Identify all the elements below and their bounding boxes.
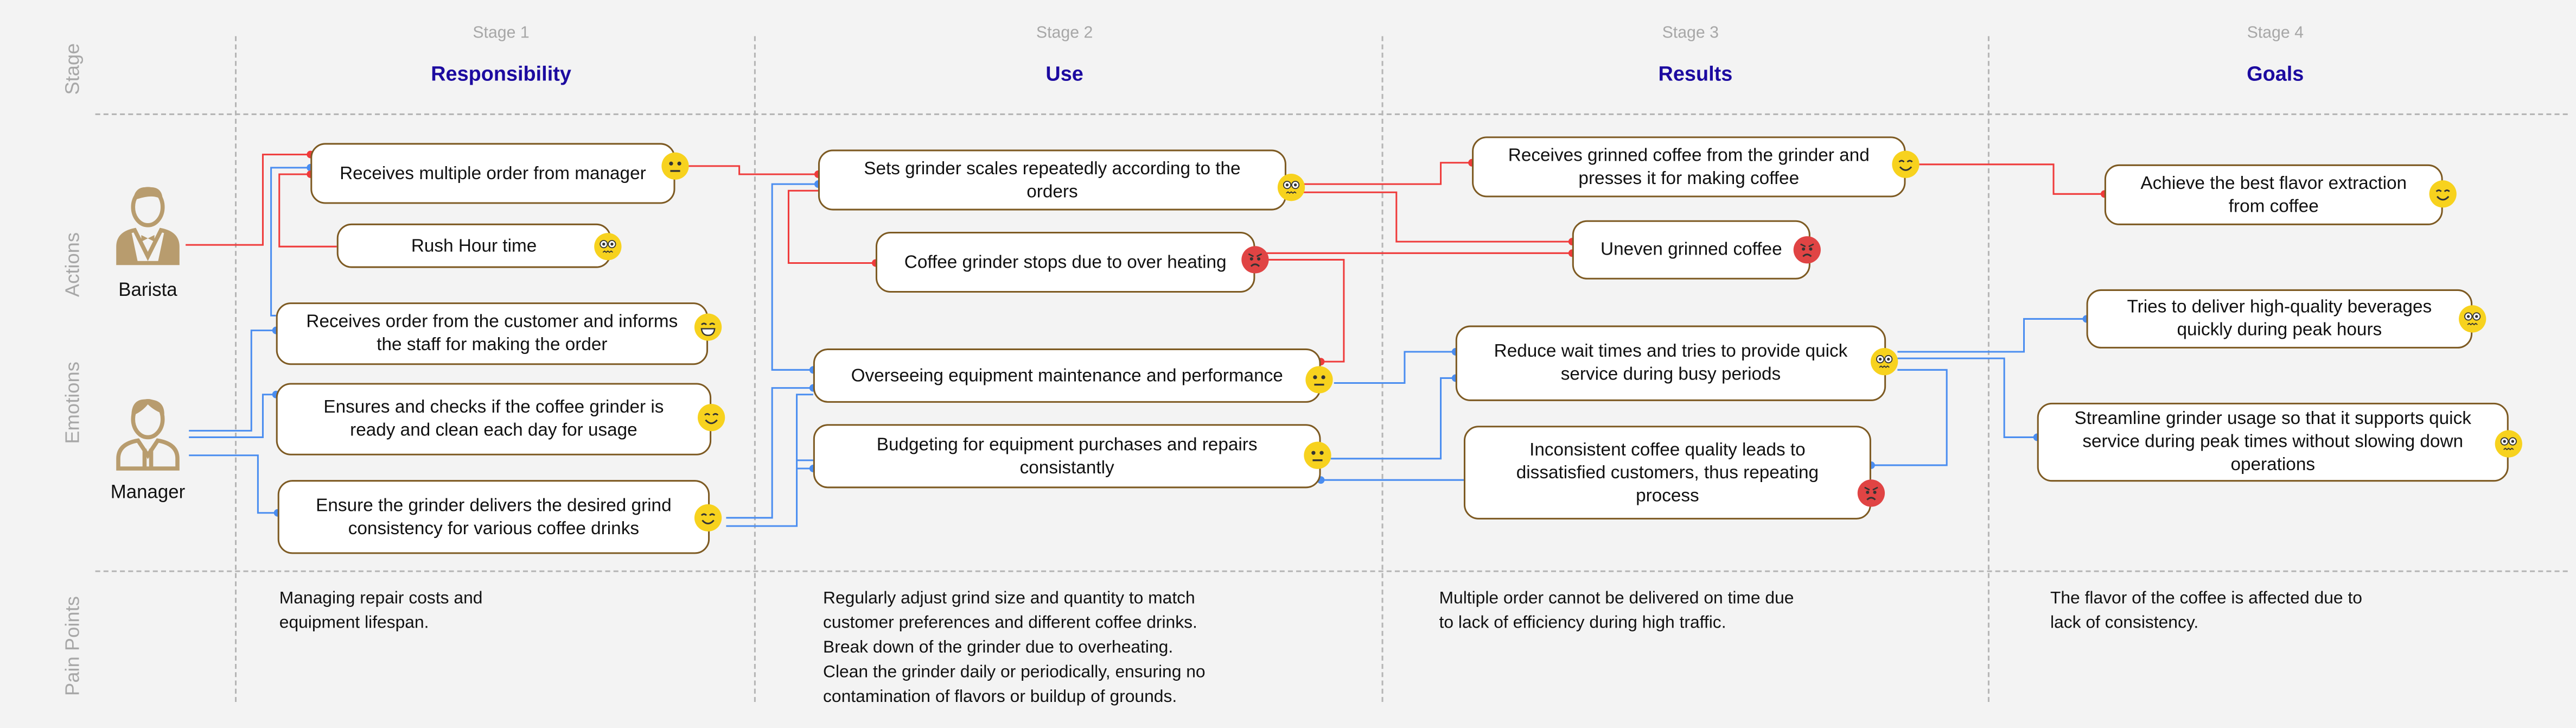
angry-face-icon xyxy=(1793,236,1821,264)
connector-line xyxy=(1334,351,1456,384)
action-card: Tries to deliver high-quality beverages … xyxy=(2086,289,2473,349)
action-text: Uneven grinned coffee xyxy=(1601,240,1782,260)
column-divider xyxy=(235,36,237,702)
connector-line xyxy=(186,154,311,246)
stage-title: Goals xyxy=(2247,62,2304,86)
connector-line xyxy=(1897,318,2087,353)
action-text: Ensures and checks if the coffee grinder… xyxy=(323,397,664,441)
connector-line xyxy=(771,183,818,371)
action-card: Ensure the grinder delivers the desired … xyxy=(277,480,710,554)
neutral-face-icon xyxy=(661,152,689,180)
stage-number: Stage 3 xyxy=(1662,24,1719,43)
action-text: Inconsistent coffee quality leads to dis… xyxy=(1516,439,1819,506)
action-text: Coffee grinder stops due to over heating xyxy=(904,252,1227,273)
connector-line xyxy=(1918,163,2105,195)
action-text: Receives order from the customer and inf… xyxy=(306,312,678,356)
row-divider xyxy=(95,113,2568,115)
pain-point-text: The flavor of the coffee is affected due… xyxy=(2050,588,2362,633)
action-text: Receives grinned coffee from the grinder… xyxy=(1508,145,1870,188)
connector-line xyxy=(1330,377,1456,460)
action-card: Receives order from the customer and inf… xyxy=(276,302,709,365)
column-divider xyxy=(1987,36,1990,702)
action-card: Inconsistent coffee quality leads to dis… xyxy=(1463,426,1871,520)
action-text: Ensure the grinder delivers the desired … xyxy=(316,495,672,539)
neutral-face-icon xyxy=(1305,366,1333,394)
connector-line xyxy=(686,165,818,175)
column-divider xyxy=(1381,36,1383,702)
grin-face-icon xyxy=(694,313,722,341)
action-card: Rush Hour time xyxy=(336,223,611,268)
action-card: Sets grinder scales repeatedly according… xyxy=(818,149,1286,211)
worried-face-icon xyxy=(2495,430,2522,458)
action-card: Budgeting for equipment purchases and re… xyxy=(813,424,1321,489)
action-card: Overseeing equipment maintenance and per… xyxy=(813,348,1321,403)
angry-face-icon xyxy=(1241,246,1269,274)
action-text: Streamline grinder usage so that it supp… xyxy=(2074,409,2471,476)
worried-face-icon xyxy=(2458,305,2486,333)
smile-face-icon xyxy=(1892,150,1920,178)
action-card: Ensures and checks if the coffee grinder… xyxy=(276,383,712,455)
row-divider xyxy=(95,570,2568,572)
connector-line xyxy=(278,173,337,248)
connector-line xyxy=(1298,191,1572,243)
action-card: Coffee grinder stops due to over heating xyxy=(875,231,1255,293)
action-text: Achieve the best flavor extraction from … xyxy=(2140,173,2407,217)
action-text: Receives multiple order from manager xyxy=(340,163,646,183)
stage-number: Stage 1 xyxy=(473,24,530,43)
column-divider xyxy=(754,36,756,702)
action-text: Reduce wait times and tries to provide q… xyxy=(1494,341,1848,385)
action-card: Receives multiple order from manager xyxy=(310,143,675,204)
persona-name: Barista xyxy=(118,281,177,301)
connector-line xyxy=(1298,162,1472,185)
connector-line xyxy=(726,387,813,519)
barista-icon xyxy=(116,187,180,265)
persona-name: Manager xyxy=(110,483,186,503)
smile-face-icon xyxy=(2429,180,2457,208)
worried-face-icon xyxy=(1870,347,1898,376)
neutral-face-icon xyxy=(1304,441,1331,469)
connector-line xyxy=(1266,258,1345,363)
worried-face-icon xyxy=(594,232,622,261)
connector-line xyxy=(270,167,311,316)
pain-point-text: Multiple order cannot be delivered on ti… xyxy=(1439,588,1794,633)
stage-title: Use xyxy=(1045,62,1083,86)
persona-barista: Barista xyxy=(102,181,194,301)
manager-icon xyxy=(116,399,180,471)
action-card: Reduce wait times and tries to provide q… xyxy=(1455,325,1886,401)
pain-point-text: Managing repair costs and equipment life… xyxy=(279,588,483,633)
pain-point-text: Regularly adjust grind size and quantity… xyxy=(823,588,1206,707)
action-text: Sets grinder scales repeatedly according… xyxy=(864,159,1241,201)
stage-number: Stage 2 xyxy=(1036,24,1093,43)
connector-line xyxy=(189,454,278,514)
connector-line xyxy=(1897,357,2037,438)
angry-face-icon xyxy=(1857,479,1885,507)
stage-title: Results xyxy=(1658,62,1733,86)
action-card: Uneven grinned coffee xyxy=(1572,220,1810,280)
action-text: Tries to deliver high-quality beverages … xyxy=(2127,297,2432,340)
connector-line xyxy=(189,394,276,438)
action-card: Receives grinned coffee from the grinder… xyxy=(1472,136,1906,198)
smile-face-icon xyxy=(694,504,722,531)
connector-line xyxy=(787,189,876,264)
smile-face-icon xyxy=(697,403,725,432)
stage-number: Stage 4 xyxy=(2247,24,2304,43)
action-text: Budgeting for equipment purchases and re… xyxy=(876,434,1258,478)
action-text: Rush Hour time xyxy=(411,236,537,256)
connector-line xyxy=(1871,369,1948,466)
persona-manager: Manager xyxy=(99,393,197,503)
action-text: Overseeing equipment maintenance and per… xyxy=(851,365,1283,386)
worried-face-icon xyxy=(1277,173,1305,201)
action-card: Streamline grinder usage so that it supp… xyxy=(2037,402,2509,482)
action-card: Achieve the best flavor extraction from … xyxy=(2104,164,2443,225)
stage-title: Responsibility xyxy=(431,62,571,86)
connector-line xyxy=(189,330,276,432)
